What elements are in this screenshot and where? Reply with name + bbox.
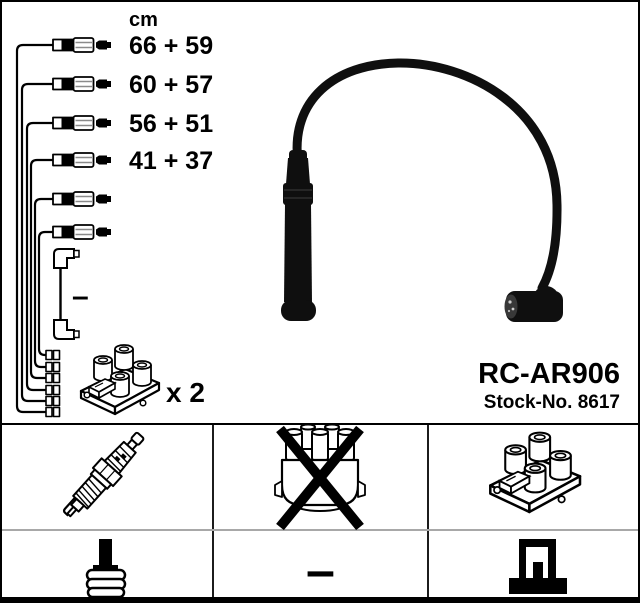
coil-connector-icon [509, 539, 567, 594]
distributor-cap-crossed-icon [274, 423, 366, 531]
table-column-divider-1 [212, 425, 214, 597]
cable-length-label: 41 + 37 [129, 147, 214, 175]
main-diagram-frame [0, 0, 640, 425]
ignition-coil-pack-icon [489, 431, 582, 514]
coil-wire-schematic [53, 248, 80, 340]
spark-plug-icon [62, 431, 145, 518]
cable-length-label: 56 + 51 [129, 110, 214, 138]
ignition-lead-photo [281, 58, 563, 322]
spark-plug-boot-icon [85, 539, 127, 599]
table-column-divider-2 [427, 425, 429, 597]
coil-quantity-label: x 2 [166, 377, 205, 408]
coil-wire-no-length-mark: – [72, 280, 89, 313]
part-number: RC-AR906 [478, 358, 620, 390]
cable-length-label: 66 + 59 [129, 32, 214, 60]
table-empty-cell-mark: – [306, 542, 335, 600]
cable-harness-schematic [15, 37, 112, 418]
cable-length-label: 60 + 57 [129, 71, 214, 99]
unit-header: cm [129, 9, 158, 31]
table-row-divider [2, 529, 638, 531]
stock-number: Stock-No. 8617 [483, 392, 620, 413]
ignition-coil-pack-icon [79, 343, 161, 416]
